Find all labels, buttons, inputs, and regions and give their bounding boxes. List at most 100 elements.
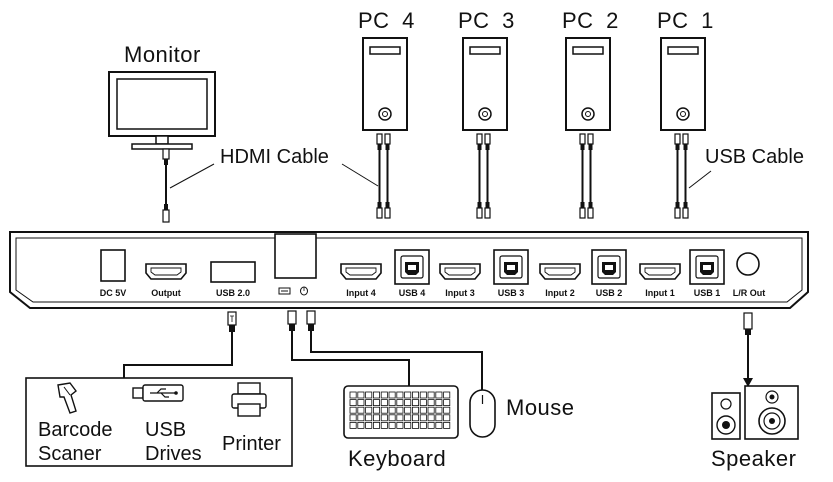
barcode-label-line2: Scaner	[38, 443, 102, 465]
lr-out-port	[736, 252, 760, 276]
hdmi-cable-monitor	[162, 148, 170, 223]
keyboard-key	[380, 414, 388, 422]
keyboard-key	[365, 406, 373, 414]
keyboard-key	[404, 406, 412, 414]
pc-2-icon	[565, 37, 611, 131]
pc-4-icon	[362, 37, 408, 131]
keyboard-key	[388, 391, 396, 399]
keyboard-key	[396, 406, 404, 414]
keyboard-key	[349, 406, 357, 414]
usb-4-label: USB 4	[398, 288, 426, 298]
usb-1-port	[689, 249, 725, 285]
keyboard-key	[388, 414, 396, 422]
pc-4-cables	[376, 133, 391, 219]
usb-4-port	[394, 249, 430, 285]
keyboard-key	[443, 391, 451, 399]
keyboard-key	[419, 414, 427, 422]
keyboard-key	[396, 421, 404, 429]
input-4-port	[340, 263, 382, 280]
keyboard-key	[396, 391, 404, 399]
keyboard-key	[404, 414, 412, 422]
keyboard-key	[349, 391, 357, 399]
keyboard-key	[357, 421, 365, 429]
dc-5v-port	[100, 249, 126, 282]
barcode-label-line1: Barcode	[38, 419, 113, 441]
keyboard-key	[365, 391, 373, 399]
usb-3-port	[493, 249, 529, 285]
keyboard-key	[411, 414, 419, 422]
usb-3-label: USB 3	[497, 288, 525, 298]
keyboard-key	[411, 406, 419, 414]
pc-2-label: PC 2	[562, 8, 619, 33]
usb-2-label: USB 2	[595, 288, 623, 298]
keyboard-key	[435, 406, 443, 414]
pc-3-icon	[462, 37, 508, 131]
printer-icon	[231, 382, 267, 417]
keyboard-key	[349, 414, 357, 422]
input-3-port	[439, 263, 481, 280]
keyboard-key	[443, 414, 451, 422]
keyboard-key	[380, 399, 388, 407]
keyboard-key	[404, 399, 412, 407]
keyboard-key	[435, 399, 443, 407]
keyboard-label: Keyboard	[348, 446, 447, 471]
keyboard-key	[349, 421, 357, 429]
keyboard-key	[396, 414, 404, 422]
keyboard-key	[365, 414, 373, 422]
keyboard-key	[435, 414, 443, 422]
input-2-port	[539, 263, 581, 280]
keyboard-key	[435, 391, 443, 399]
pc-1-icon	[660, 37, 706, 131]
usb-2-port	[591, 249, 627, 285]
hdmi-leader-line-1	[169, 163, 215, 189]
keyboard-key	[357, 414, 365, 422]
keyboard-icon	[343, 385, 459, 439]
dc-5v-label: DC 5V	[99, 288, 127, 298]
keyboard-key	[365, 421, 373, 429]
keyboard-key	[427, 406, 435, 414]
keyboard-key	[372, 414, 380, 422]
keyboard-key	[427, 421, 435, 429]
hdmi-leader-line-2	[341, 163, 379, 187]
usb-drives-label-line1: USB	[145, 419, 187, 441]
keyboard-key	[419, 399, 427, 407]
lr-out-label: L/R Out	[732, 288, 766, 298]
pc-2-cables	[579, 133, 594, 219]
pc-3-label: PC 3	[458, 8, 515, 33]
mouse-cable	[306, 310, 483, 393]
keyboard-key	[443, 399, 451, 407]
keyboard-key	[380, 421, 388, 429]
keyboard-key	[380, 391, 388, 399]
monitor-icon	[108, 71, 216, 150]
keyboard-key	[372, 421, 380, 429]
mouse-label: Mouse	[506, 395, 575, 420]
speaker-label: Speaker	[711, 446, 797, 471]
input-2-label: Input 2	[545, 288, 575, 298]
keyboard-key	[357, 399, 365, 407]
usb-drives-label-line2: Drives	[145, 443, 202, 465]
keyboard-cable	[287, 310, 410, 387]
keyboard-key	[427, 391, 435, 399]
keyboard-key	[349, 399, 357, 407]
input-4-label: Input 4	[346, 288, 376, 298]
mouse-icon	[469, 389, 496, 438]
keyboard-key	[357, 406, 365, 414]
keyboard-key	[435, 421, 443, 429]
printer-label: Printer	[222, 433, 281, 455]
keyboard-key	[411, 399, 419, 407]
keyboard-key	[372, 391, 380, 399]
usb-cable-label: USB Cable	[705, 146, 804, 168]
keyboard-mouse-port	[274, 233, 317, 296]
keyboard-key	[372, 399, 380, 407]
output-label: Output	[151, 288, 181, 298]
hdmi-cable-label: HDMI Cable	[220, 146, 329, 168]
keyboard-key	[357, 391, 365, 399]
keyboard-key	[396, 399, 404, 407]
input-3-label: Input 3	[445, 288, 475, 298]
pc-3-cables	[476, 133, 491, 219]
keyboard-key	[380, 406, 388, 414]
keyboard-key	[443, 421, 451, 429]
pc-1-cables	[674, 133, 689, 219]
usb-leader-line	[688, 170, 712, 189]
